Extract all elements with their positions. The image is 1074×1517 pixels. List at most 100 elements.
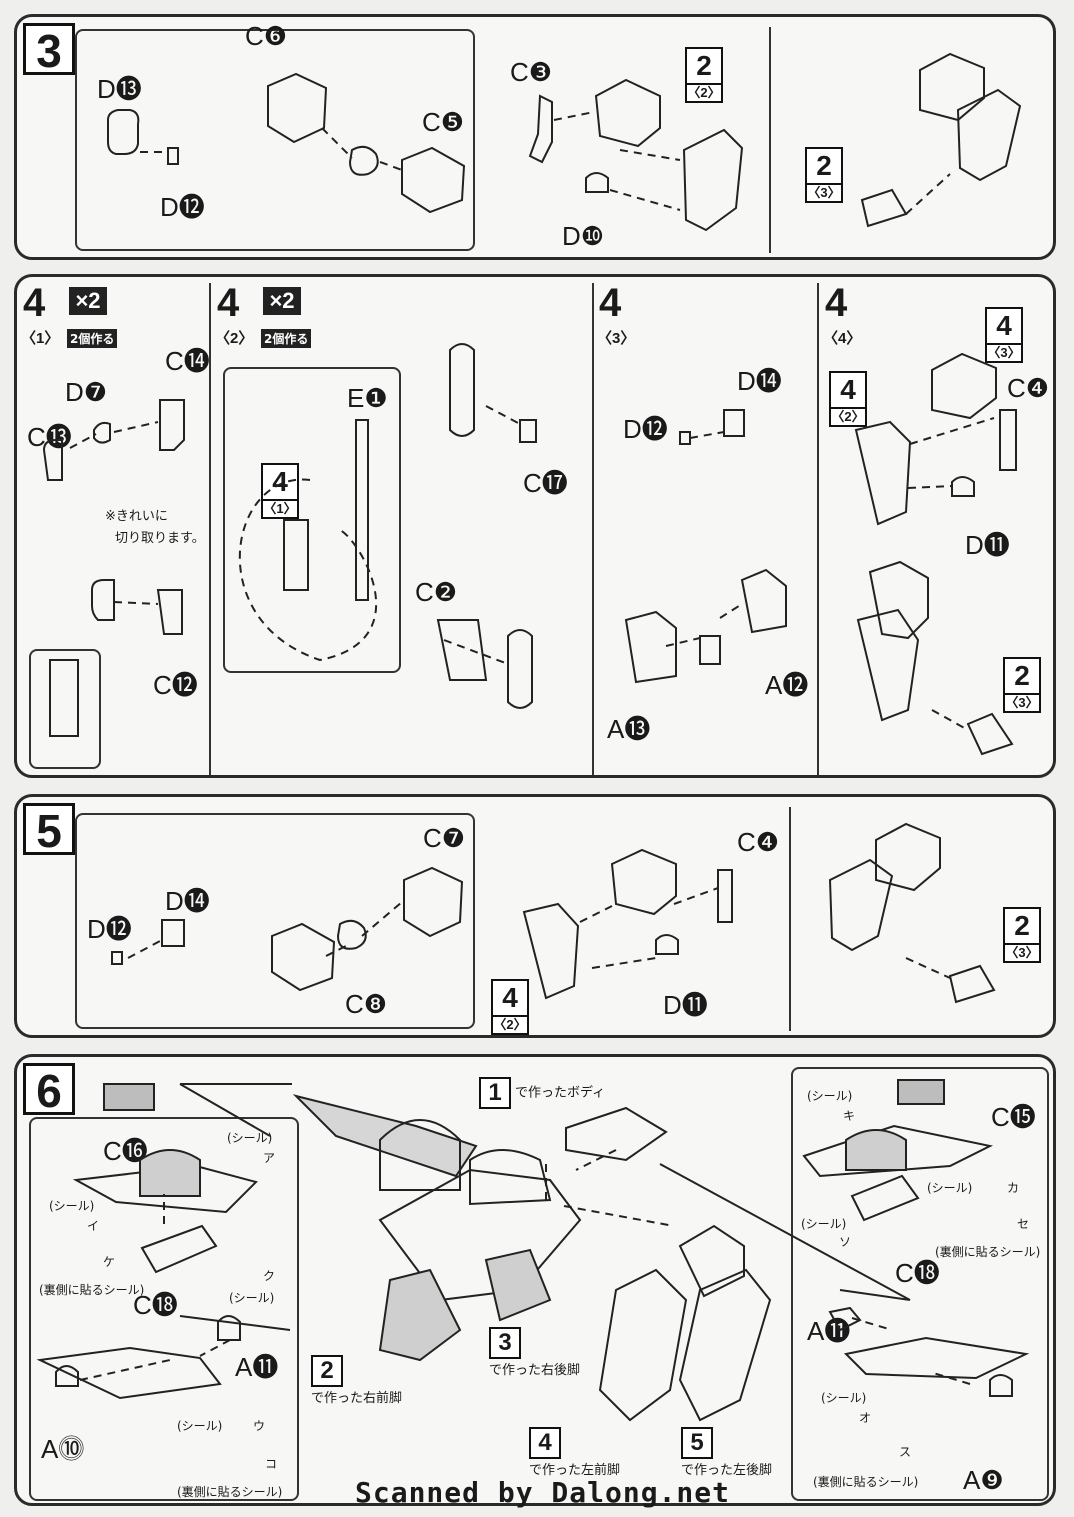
runner-box <box>223 367 401 673</box>
part-label: A⓾ <box>41 1434 85 1464</box>
part-label: D⓬ <box>160 192 205 222</box>
seal-letter: ア <box>263 1151 276 1165</box>
step-number: 3 <box>23 23 75 76</box>
seal-letter: カ <box>1007 1181 1020 1195</box>
part-label: C❺ <box>422 107 465 137</box>
seal-letter: オ <box>859 1411 872 1425</box>
sub-step: 〈4〉 <box>823 330 862 347</box>
part-label: C❹ <box>1007 373 1050 403</box>
seal-letter: ケ <box>103 1255 116 1269</box>
part-drawings-step4 <box>42 343 1017 756</box>
part-label: D❿ <box>562 221 605 251</box>
seal-letter: コ <box>265 1457 278 1471</box>
seal-letter: イ <box>87 1219 100 1233</box>
step-number: 5 <box>23 803 75 856</box>
step-reference: 2〈3〉 <box>805 147 843 203</box>
step-reference: 2〈2〉 <box>685 47 723 103</box>
sub-assembly-box <box>75 813 475 1029</box>
divider <box>592 283 594 775</box>
part-label: C❸ <box>510 57 553 87</box>
left-wing-box <box>29 1117 299 1501</box>
seal-label: (シール) <box>927 1181 973 1195</box>
part-label: A⓬ <box>765 670 809 700</box>
part-label: A❾ <box>963 1465 1004 1495</box>
note-text: 切り取ります。 <box>115 531 205 546</box>
divider <box>817 283 819 775</box>
step-4-panel: 4 〈1〉 ×2 2個作る C⓭ C⓮ D❼ C⓬ ※きれいに 切り取ります。 … <box>14 274 1056 778</box>
step-reference: 2〈3〉 <box>1003 657 1041 713</box>
part-drawings-step6 <box>36 1079 1030 1422</box>
back-seal-note: (裏側に貼るシール) <box>39 1283 145 1297</box>
sub-step: 〈3〉 <box>597 330 636 347</box>
part-label: A⓭ <box>607 714 651 744</box>
part-label: C⓯ <box>991 1102 1036 1132</box>
part-label: D⓭ <box>97 74 142 104</box>
part-label: C❼ <box>423 823 466 853</box>
sub-step: 〈2〉 <box>215 330 254 347</box>
step-number: 6 <box>23 1063 75 1116</box>
back-seal-note: (裏側に貼るシール) <box>177 1485 283 1499</box>
seal-letter: ス <box>899 1445 912 1459</box>
part-label: A⓫ <box>235 1352 279 1382</box>
part-label: C⓮ <box>165 346 210 376</box>
note-text: ※きれいに <box>105 509 168 524</box>
quantity-badge: ×2 <box>263 287 301 315</box>
part-label: D⓬ <box>623 414 668 444</box>
seal-label: (シール) <box>49 1199 95 1213</box>
seal-label: (シール) <box>821 1391 867 1405</box>
part-label: C⓭ <box>27 422 72 452</box>
part-label: D⓮ <box>737 366 782 396</box>
part-label: C❻ <box>245 21 288 51</box>
seal-letter: キ <box>843 1109 856 1123</box>
seal-letter: ソ <box>839 1235 852 1249</box>
detail-box <box>29 649 101 769</box>
step-number: 4 <box>599 281 622 325</box>
part-label: C⓬ <box>153 670 198 700</box>
quantity-note: 2個作る <box>67 329 118 348</box>
seal-label: (シール) <box>801 1217 847 1231</box>
divider <box>209 283 211 775</box>
part-label: D⓫ <box>663 990 708 1020</box>
seal-label: (シール) <box>177 1419 223 1433</box>
part-drawings-step5 <box>111 822 996 1004</box>
back-seal-note: (裏側に貼るシール) <box>813 1475 919 1489</box>
seal-label: (シール) <box>227 1131 273 1145</box>
step-3-panel: 3 D⓭ D⓬ C❻ C❺ C❸ D❿ 2〈2〉 2〈3〉 <box>14 14 1056 260</box>
part-label: E❶ <box>347 383 388 413</box>
part-label: C❹ <box>737 827 780 857</box>
step-reference: 2〈3〉 <box>1003 907 1041 963</box>
part-label: C⓱ <box>523 468 568 498</box>
part-label: C❷ <box>415 577 458 607</box>
part-label: A⓫ <box>807 1316 851 1346</box>
step-number: 4 <box>23 281 46 325</box>
quantity-note: 2個作る <box>261 329 312 348</box>
part-label: D⓮ <box>165 886 210 916</box>
part-drawings-step3 <box>107 52 1022 232</box>
sub-step: 〈1〉 <box>21 330 60 347</box>
divider <box>789 807 791 1031</box>
right-wing-box <box>791 1067 1049 1501</box>
seal-letter: セ <box>1017 1217 1030 1231</box>
part-label: C⓲ <box>895 1258 940 1288</box>
divider <box>769 27 771 253</box>
part-label: D⓫ <box>965 530 1010 560</box>
step-number: 4 <box>217 281 240 325</box>
sub-assembly-box <box>75 29 475 251</box>
back-seal-note: (裏側に貼るシール) <box>935 1245 1041 1259</box>
step-reference: 4〈2〉 <box>829 371 867 427</box>
part-label: C⓲ <box>133 1290 178 1320</box>
quantity-badge: ×2 <box>69 287 107 315</box>
part-label: D⓬ <box>87 914 132 944</box>
seal-label: (シール) <box>229 1291 275 1305</box>
part-label: D❼ <box>65 377 108 407</box>
seal-letter: ウ <box>253 1419 266 1433</box>
part-label: C❽ <box>345 989 388 1019</box>
seal-label: (シール) <box>807 1089 853 1103</box>
step-number: 4 <box>825 281 848 325</box>
step-reference: 4〈1〉 <box>261 463 299 519</box>
